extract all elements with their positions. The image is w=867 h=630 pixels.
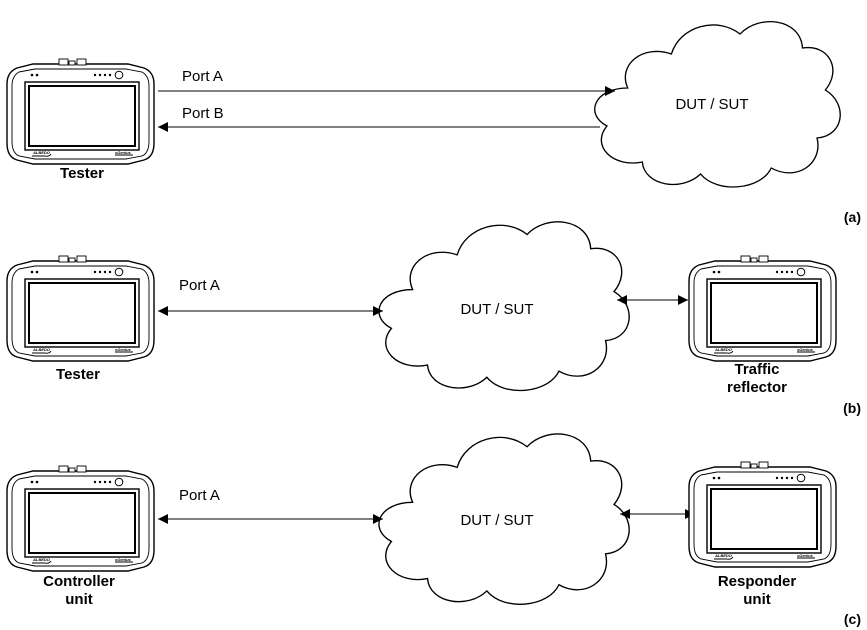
responder-device: ALBEDO xGenius	[688, 461, 837, 568]
scenario-tag: (b)	[843, 400, 861, 416]
cloud-label: DUT / SUT	[675, 96, 748, 113]
model-text: xGenius	[796, 553, 814, 558]
traffic-reflector-device: ALBEDO xGenius	[688, 255, 837, 362]
tester-label: Tester	[60, 165, 104, 182]
port-b-label: Port B	[182, 105, 224, 122]
cloud-label: DUT / SUT	[460, 301, 533, 318]
reflector-label-line2: reflector	[727, 379, 787, 396]
model-text: xGenius	[114, 150, 132, 155]
reflector-label-line1: Traffic	[734, 361, 779, 378]
port-a-label: Port A	[182, 68, 223, 85]
model-text: xGenius	[114, 347, 132, 352]
scenario-tag: (c)	[844, 611, 861, 627]
brand-text: ALBEDO	[32, 347, 51, 352]
controller-device: ALBEDO xGenius	[6, 465, 155, 572]
responder-label-line1: Responder	[718, 573, 797, 590]
responder-label-line2: unit	[743, 591, 771, 608]
scenario-c: ALBEDO xGenius Controller unit DUT / SUT…	[6, 433, 861, 627]
brand-text: ALBEDO	[714, 347, 733, 352]
port-a-label: Port A	[179, 277, 220, 294]
port-a-label: Port A	[179, 487, 220, 504]
model-text: xGenius	[796, 347, 814, 352]
brand-text: ALBEDO	[714, 553, 733, 558]
brand-text: ALBEDO	[32, 150, 51, 155]
controller-label-line1: Controller	[43, 573, 115, 590]
controller-label-line2: unit	[65, 591, 93, 608]
tester-device: ALBEDO xGenius	[6, 255, 155, 362]
brand-text: ALBEDO	[32, 557, 51, 562]
cloud-label: DUT / SUT	[460, 512, 533, 529]
scenario-a: ALBEDO xGenius Tester DUT / SUT Port A P…	[6, 20, 861, 225]
scenario-b: ALBEDO xGenius Tester DUT / SUT Port A A…	[6, 221, 861, 416]
scenario-tag: (a)	[844, 209, 861, 225]
tester-device: ALBEDO xGenius	[6, 58, 155, 165]
tester-label: Tester	[56, 366, 100, 383]
model-text: xGenius	[114, 557, 132, 562]
